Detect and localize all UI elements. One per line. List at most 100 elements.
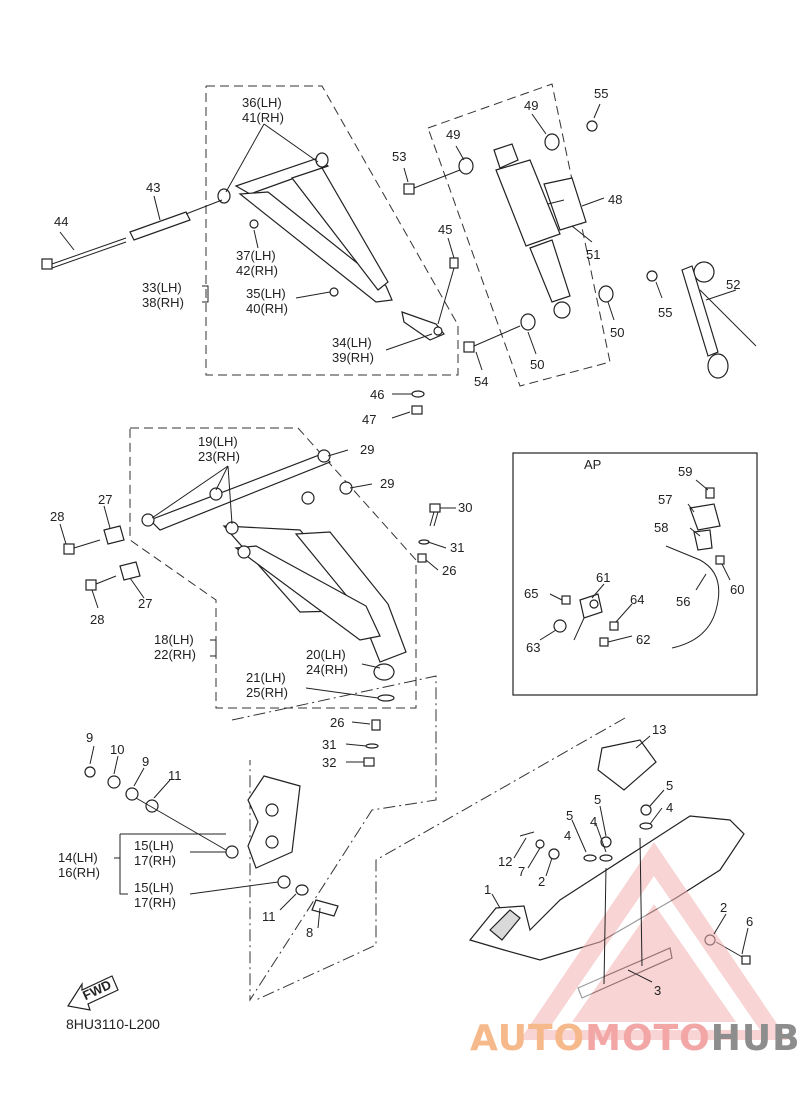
callout-24: 24(RH) bbox=[306, 662, 348, 677]
callout-28a: 28 bbox=[50, 509, 64, 524]
callout-58: 58 bbox=[654, 520, 668, 535]
shock-absorber bbox=[403, 120, 658, 353]
callout-11a: 11 bbox=[168, 768, 182, 783]
callout-21: 21(LH) bbox=[246, 670, 286, 685]
callout-53: 53 bbox=[392, 149, 406, 164]
callout-49a: 49 bbox=[446, 127, 460, 142]
callout-39: 39(RH) bbox=[332, 350, 374, 365]
callout-18: 18(LH) bbox=[154, 632, 194, 647]
callout-14: 14(LH) bbox=[58, 850, 98, 865]
diagram-code: 8HU3110-L200 bbox=[66, 1016, 160, 1032]
bolt-30-stack bbox=[363, 503, 441, 767]
callout-4b: 4 bbox=[590, 814, 597, 829]
callout-4a: 4 bbox=[666, 800, 673, 815]
callout-65: 65 bbox=[524, 586, 538, 601]
callout-9a: 9 bbox=[86, 730, 93, 745]
spindle bbox=[84, 766, 339, 917]
callout-labels: 36(LH) 41(RH) 43 44 37(LH) 42(RH) 33(LH)… bbox=[50, 86, 753, 998]
watermark-triangle bbox=[520, 842, 788, 1040]
callout-5c: 5 bbox=[566, 808, 573, 823]
callout-25: 25(RH) bbox=[246, 685, 288, 700]
callout-ap: AP bbox=[584, 457, 601, 472]
callout-26a: 26 bbox=[442, 563, 456, 578]
callout-43: 43 bbox=[146, 180, 160, 195]
ap-parts bbox=[553, 487, 725, 649]
callout-36: 36(LH) bbox=[242, 95, 282, 110]
callout-34: 34(LH) bbox=[332, 335, 372, 350]
group-boundaries bbox=[129, 83, 758, 1002]
callout-48: 48 bbox=[608, 192, 622, 207]
callout-45: 45 bbox=[438, 222, 452, 237]
callout-32: 32 bbox=[322, 755, 336, 770]
callout-16: 16(RH) bbox=[58, 865, 100, 880]
callout-29a: 29 bbox=[360, 442, 374, 457]
callout-2b: 2 bbox=[720, 900, 727, 915]
bushings-27-28 bbox=[63, 525, 141, 591]
callout-5a: 5 bbox=[666, 778, 673, 793]
callout-55a: 55 bbox=[594, 86, 608, 101]
callout-35: 35(LH) bbox=[246, 286, 286, 301]
callout-50b: 50 bbox=[530, 357, 544, 372]
callout-7: 7 bbox=[518, 864, 525, 879]
callout-37: 37(LH) bbox=[236, 248, 276, 263]
lower-arm bbox=[141, 449, 407, 702]
callout-59: 59 bbox=[678, 464, 692, 479]
callout-22: 22(RH) bbox=[154, 647, 196, 662]
callout-40: 40(RH) bbox=[246, 301, 288, 316]
callout-57: 57 bbox=[658, 492, 672, 507]
callout-10: 10 bbox=[110, 742, 124, 757]
callout-29b: 29 bbox=[380, 476, 394, 491]
callout-23: 23(RH) bbox=[198, 449, 240, 464]
callout-56: 56 bbox=[676, 594, 690, 609]
callout-19: 19(LH) bbox=[198, 434, 238, 449]
callout-8: 8 bbox=[306, 925, 313, 940]
callout-31a: 31 bbox=[450, 540, 464, 555]
callout-33: 33(LH) bbox=[142, 280, 182, 295]
callout-64: 64 bbox=[630, 592, 644, 607]
callout-52: 52 bbox=[726, 277, 740, 292]
callout-50a: 50 bbox=[610, 325, 624, 340]
callout-31b: 31 bbox=[322, 737, 336, 752]
callout-63: 63 bbox=[526, 640, 540, 655]
callout-30: 30 bbox=[458, 500, 472, 515]
shaft-43 bbox=[129, 199, 223, 241]
watermark-moto: MOTO bbox=[585, 1018, 711, 1059]
callout-11b: 11 bbox=[262, 909, 276, 924]
callout-46: 46 bbox=[370, 387, 384, 402]
callout-15a: 15(LH) bbox=[134, 838, 174, 853]
watermark-hub: HUB bbox=[710, 1018, 800, 1059]
callout-9b: 9 bbox=[142, 754, 149, 769]
callout-2a: 2 bbox=[538, 874, 545, 889]
small-nuts-upper bbox=[249, 219, 459, 415]
callout-38: 38(RH) bbox=[142, 295, 184, 310]
callout-3: 3 bbox=[654, 983, 661, 998]
upper-arm bbox=[217, 152, 445, 341]
watermark-text: AUTOMOTOHUB bbox=[470, 1018, 800, 1059]
callout-54: 54 bbox=[474, 374, 488, 389]
callout-62: 62 bbox=[636, 632, 650, 647]
callout-27b: 27 bbox=[138, 596, 152, 611]
callout-6: 6 bbox=[746, 914, 753, 929]
fwd-arrow-icon: FWD bbox=[67, 975, 119, 1011]
callout-1: 1 bbox=[484, 882, 491, 897]
callout-47: 47 bbox=[362, 412, 376, 427]
callout-20: 20(LH) bbox=[306, 647, 346, 662]
callout-26b: 26 bbox=[330, 715, 344, 730]
callout-4c: 4 bbox=[564, 828, 571, 843]
callout-17b: 17(RH) bbox=[134, 895, 176, 910]
bolt-44 bbox=[41, 237, 127, 270]
callout-61: 61 bbox=[596, 570, 610, 585]
throttle-lever-52 bbox=[681, 261, 757, 379]
watermark-auto: AUTO bbox=[470, 1018, 586, 1059]
callout-60: 60 bbox=[730, 582, 744, 597]
callout-5b: 5 bbox=[594, 792, 601, 807]
callout-27a: 27 bbox=[98, 492, 112, 507]
callout-51: 51 bbox=[586, 247, 600, 262]
callout-41: 41(RH) bbox=[242, 110, 284, 125]
callout-49b: 49 bbox=[524, 98, 538, 113]
callout-17a: 17(RH) bbox=[134, 853, 176, 868]
callout-15b: 15(LH) bbox=[134, 880, 174, 895]
callout-44: 44 bbox=[54, 214, 68, 229]
callout-55b: 55 bbox=[658, 305, 672, 320]
